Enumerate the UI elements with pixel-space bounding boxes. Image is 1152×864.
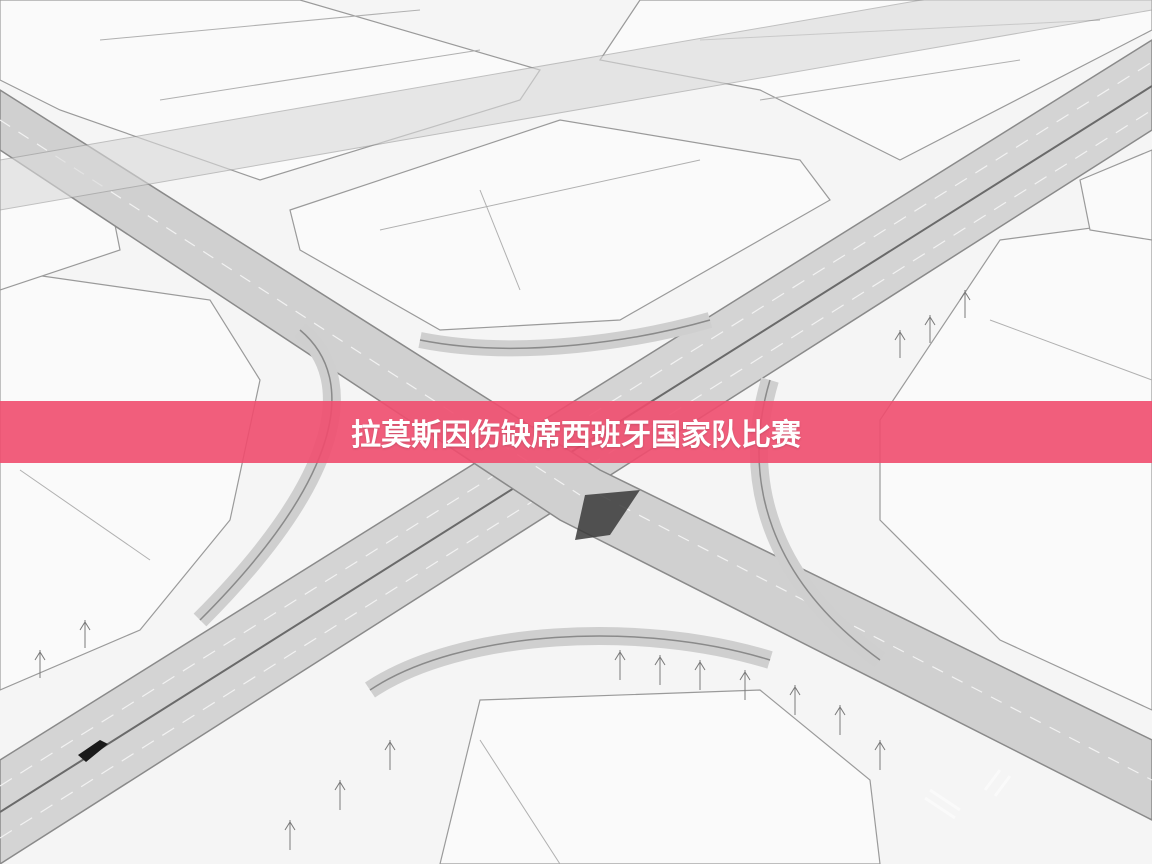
title-banner: 拉莫斯因伤缺席西班牙国家队比赛 [0,401,1152,463]
car [78,740,108,762]
banner-title: 拉莫斯因伤缺席西班牙国家队比赛 [351,418,801,453]
